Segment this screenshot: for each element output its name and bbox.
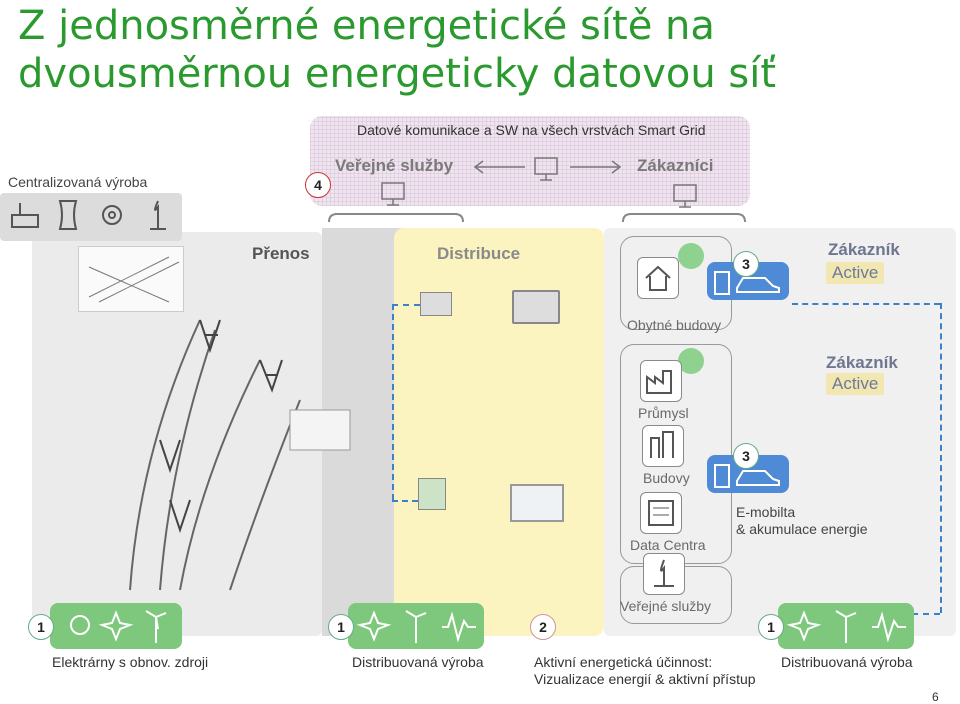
banner-text: Datové komunikace a SW na všech vrstvách… xyxy=(357,122,706,138)
active-badge-2: Active xyxy=(826,373,885,395)
comm-line-v2 xyxy=(940,303,942,613)
sun-icon-residential xyxy=(678,243,704,269)
flame-plant-icon xyxy=(150,200,166,230)
house-icon xyxy=(637,257,679,299)
control-screen-icon-top xyxy=(512,290,560,324)
step-3-badge-bottom: 3 xyxy=(733,443,759,469)
substation-image xyxy=(78,246,184,312)
pulse-icon xyxy=(872,611,906,643)
efficiency-label-1: Aktivní energetická účinnost: xyxy=(534,654,713,670)
step-1-badge-a: 1 xyxy=(28,614,54,640)
public-services-icon xyxy=(643,553,685,595)
efficiency-label-2: Vizualizace energií & aktivní přístup xyxy=(534,671,756,687)
transmission-towers-illustration xyxy=(129,319,351,591)
distributed-icons-1 xyxy=(356,610,476,643)
emobility-label-1: E-mobilta xyxy=(736,504,796,520)
datacenters-label: Data Centra xyxy=(630,537,706,553)
comm-line-h1 xyxy=(392,304,420,306)
step-2-badge: 2 xyxy=(530,614,556,640)
renewable-icons xyxy=(70,610,167,643)
distributed-gen-box-1 xyxy=(348,603,484,649)
step-1-badge-b: 1 xyxy=(328,614,354,640)
industry-label: Průmysl xyxy=(638,405,689,421)
renewables-box xyxy=(50,603,182,649)
buildings-label: Budovy xyxy=(643,470,690,486)
pulse-icon xyxy=(442,611,476,643)
ev-car-icon xyxy=(714,271,780,295)
left-arrow-icon xyxy=(473,160,525,174)
step-1-badge-c: 1 xyxy=(758,614,784,640)
comm-line-h4 xyxy=(912,613,940,615)
page-number: 6 xyxy=(932,690,939,704)
ev-car-icon-2 xyxy=(714,464,780,488)
distributed-gen-label-2: Distribuovaná výroba xyxy=(781,654,913,670)
wind-turbine-icon xyxy=(835,610,857,643)
zone-distribution-label: Distribuce xyxy=(437,244,521,263)
wind-turbine-icon xyxy=(145,610,167,643)
comm-line-h3 xyxy=(792,303,940,305)
power-plant-icons xyxy=(11,200,166,230)
two-way-arrow-icons xyxy=(381,157,622,206)
public-services-header: Veřejné služby xyxy=(335,156,454,175)
monitor-icon-left xyxy=(381,182,405,206)
comm-line-h2 xyxy=(392,500,418,502)
renewables-label: Elektrárny s obnov. zdroji xyxy=(52,654,209,670)
monitor-icon-customers xyxy=(673,184,697,208)
active-badge-1: Active xyxy=(826,262,885,284)
flower-icon xyxy=(70,615,90,635)
customer-title-1: Zákazník xyxy=(828,240,900,259)
distributed-gen-label-1: Distribuovaná výroba xyxy=(352,654,484,670)
customers-header: Zákazníci xyxy=(637,156,714,175)
emobility-label-2: & akumulace energie xyxy=(736,521,868,537)
distribution-zone xyxy=(394,228,604,636)
transformer-station-icon xyxy=(289,409,351,451)
title-line-2: dvousměrnou energeticky datovou síť xyxy=(18,51,777,97)
comm-line-v1 xyxy=(392,304,394,500)
residential-label: Obytné budovy xyxy=(627,317,722,333)
central-generation-strip xyxy=(0,193,182,241)
sun-icon-commercial xyxy=(678,348,704,374)
page-title: Z jednosměrné energetické sítě na dvousm… xyxy=(18,2,948,98)
sun-icon xyxy=(786,610,822,642)
datacenter-icon xyxy=(640,492,682,534)
tower-icon xyxy=(159,319,283,534)
customer-title-2: Zákazník xyxy=(826,353,898,372)
public-services-label: Veřejné služby xyxy=(620,598,712,614)
zone-transmission-label: Přenos xyxy=(252,244,310,263)
cooling-tower-icon xyxy=(58,200,78,230)
right-arrow-icon xyxy=(570,160,622,174)
ev-storage-box-2 xyxy=(707,455,789,493)
sun-icon xyxy=(98,610,134,642)
step-4-badge: 4 xyxy=(305,172,331,198)
factory-icon xyxy=(640,360,682,402)
smart-meter-icon-top xyxy=(420,292,452,316)
coal-plant-icon xyxy=(11,203,39,228)
bracket-lines xyxy=(328,213,746,223)
wind-turbine-icon xyxy=(405,610,427,643)
title-line-1: Z jednosměrné energetické sítě na xyxy=(18,3,715,49)
step-3-badge-top: 3 xyxy=(733,251,759,277)
control-screen-icon-bottom xyxy=(510,484,564,522)
smart-meter-icon-bottom xyxy=(418,478,446,510)
centralized-generation-label: Centralizovaná výroba xyxy=(8,174,148,190)
sun-icon xyxy=(356,610,392,642)
monitor-icon-center xyxy=(534,157,558,181)
data-communication-layer xyxy=(310,116,750,206)
distributed-gen-box-2 xyxy=(778,603,914,649)
gear-plant-icon xyxy=(102,205,122,225)
distributed-icons-2 xyxy=(786,610,906,643)
buildings-icon xyxy=(642,425,684,467)
